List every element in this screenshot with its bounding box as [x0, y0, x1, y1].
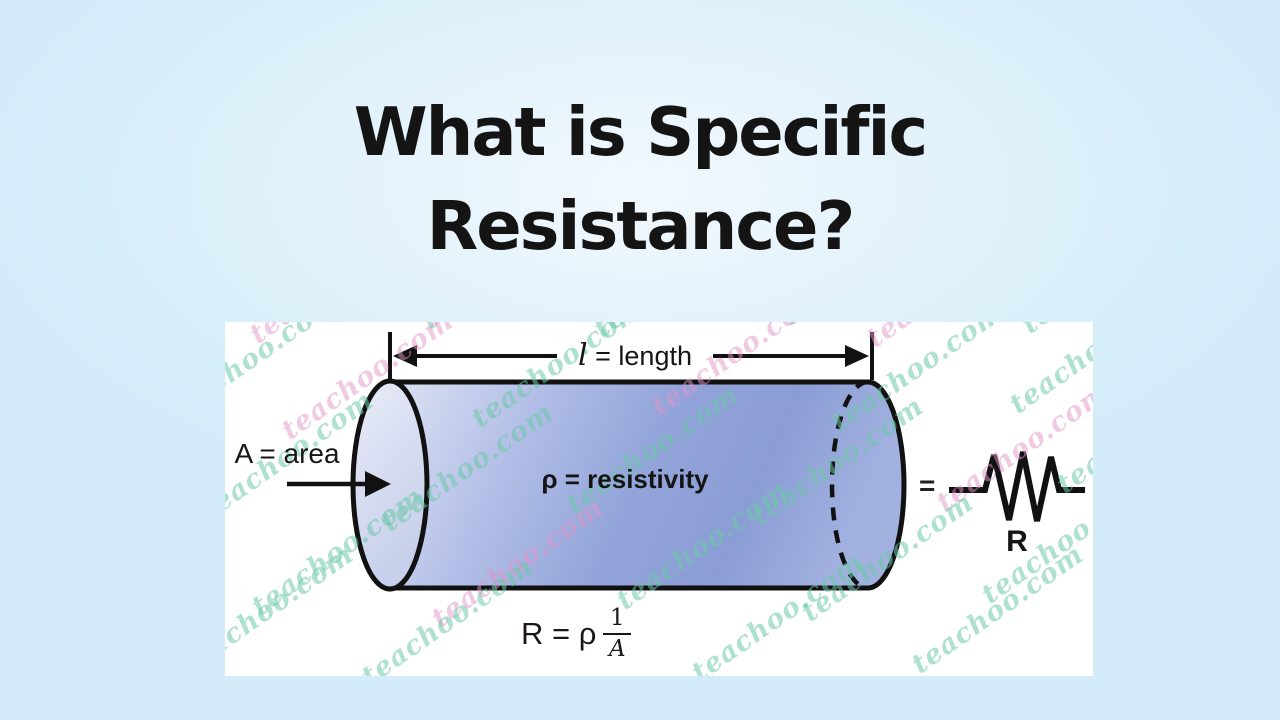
fraction-bar: [603, 632, 632, 636]
page-title-line1: What is Specific: [353, 93, 929, 171]
length-symbol: l: [578, 338, 588, 373]
resistivity-label: ρ = resistivity: [541, 464, 709, 494]
conductor-diagram: [287, 332, 1085, 592]
area-label: A = area: [234, 438, 340, 469]
resistor-symbol: [949, 451, 1085, 522]
length-arrow-right-head: [845, 345, 869, 367]
length-label-text: = length: [595, 341, 692, 371]
equals-sign: =: [919, 470, 936, 501]
formula-denominator: A: [609, 636, 626, 663]
page-title-line2: Resistance?: [426, 186, 856, 265]
resistance-formula: R = ρ 1 A: [521, 598, 632, 670]
resistor-label: R: [1006, 525, 1028, 558]
cylinder-rear-edge-dashed: [829, 379, 869, 591]
formula-lhs: R = ρ: [521, 616, 597, 651]
formula-numerator: 1: [610, 604, 625, 631]
page-title: What is Specific Resistance?: [0, 86, 1280, 274]
cylinder-outline: [390, 379, 907, 591]
cylinder-body: [390, 382, 904, 588]
length-label: l = length: [561, 338, 709, 373]
formula-fraction: 1 A: [603, 604, 632, 663]
area-arrow-head: [365, 471, 391, 497]
length-arrow-left-head: [393, 345, 417, 367]
